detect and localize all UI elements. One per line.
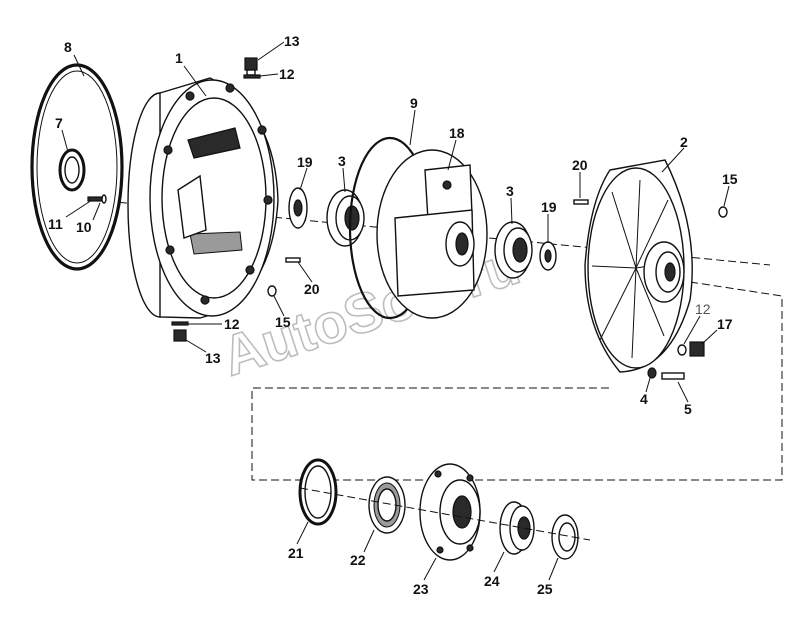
part-19-nut-right [539,241,557,271]
callout-4: 4 [640,391,648,407]
part-3-bearing-right [494,221,533,279]
lower-axis [299,487,591,541]
callout-2: 2 [680,134,688,150]
callout-15-left: 15 [275,314,291,330]
part-23-bearing-housing [419,463,481,561]
callout-1: 1 [175,50,183,66]
callout-20-left: 20 [304,281,320,297]
callout-23: 23 [413,581,429,597]
callout-24: 24 [484,573,500,589]
part-4-washer [647,367,657,379]
callout-13-top: 13 [284,33,300,49]
part-10-11-bolt-washer [87,194,107,204]
part-20-dowel-right [573,199,589,205]
part-20-dowel-left [285,257,301,263]
part-12-washer-top [243,74,261,79]
callout-19-left: 19 [297,154,313,170]
subassembly-frame [251,281,783,481]
part-24-bearing [499,501,535,555]
part-2-end-cover [584,159,693,373]
part-13-plug-top [244,57,258,76]
callout-18: 18 [449,125,465,141]
callout-7: 7 [55,115,63,131]
part-1-housing [127,77,279,319]
part-3-bearing-left [326,189,365,247]
leader-lines [61,41,730,581]
callout-5: 5 [684,401,692,417]
part-19-nut-left [288,187,308,229]
callout-3-left: 3 [338,153,346,169]
part-25-oil-seal [551,514,579,560]
callout-17: 17 [717,316,733,332]
callout-11: 11 [48,216,63,232]
callout-10: 10 [76,219,92,235]
part-18-rotor [376,149,488,319]
callout-3-right: 3 [506,183,514,199]
part-21-snap-ring [298,458,338,526]
callout-25: 25 [537,581,553,597]
part-17-plug-right [689,341,705,357]
part-12-washer-right [677,344,687,356]
part-7-seal [58,148,86,192]
callout-22: 22 [350,552,366,568]
callout-15-right: 15 [722,171,738,187]
part-22-seal-ring [368,476,406,534]
callout-12-right: 12 [695,301,711,317]
callout-9: 9 [410,95,418,111]
callout-20-right: 20 [572,157,588,173]
callout-12-bottom: 12 [224,316,240,332]
part-15-plug-left [267,285,277,297]
part-12-washer-bottom [171,321,189,326]
part-15-plug-right [718,206,728,218]
callout-19-right: 19 [541,199,557,215]
callout-13-bottom: 13 [205,350,221,366]
part-13-plug-bottom [173,329,187,342]
part-5-bolt [661,372,685,380]
callout-12-top: 12 [279,66,295,82]
callout-21: 21 [288,545,304,561]
callout-8: 8 [64,39,72,55]
